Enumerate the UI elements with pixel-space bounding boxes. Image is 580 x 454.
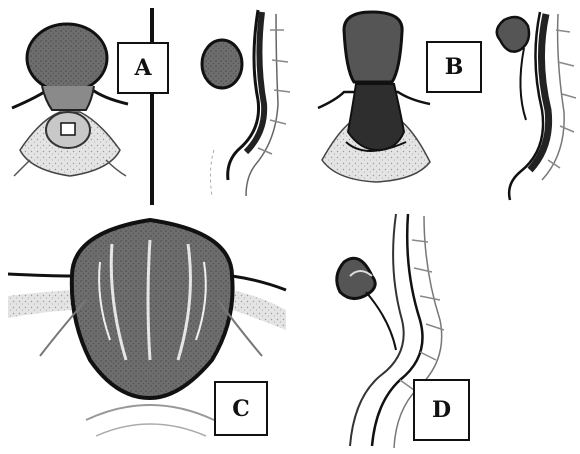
panel-label-c: C [214,381,268,436]
panel-label-b: B [426,41,482,93]
panel-a-sagittal-view [202,10,290,196]
panel-b-sagittal-view [497,12,576,200]
panel-label-a: A [117,42,169,94]
panel-b-cross-section [318,12,430,182]
panel-a-cross-section [12,24,128,176]
panel-label-d: D [413,379,470,441]
